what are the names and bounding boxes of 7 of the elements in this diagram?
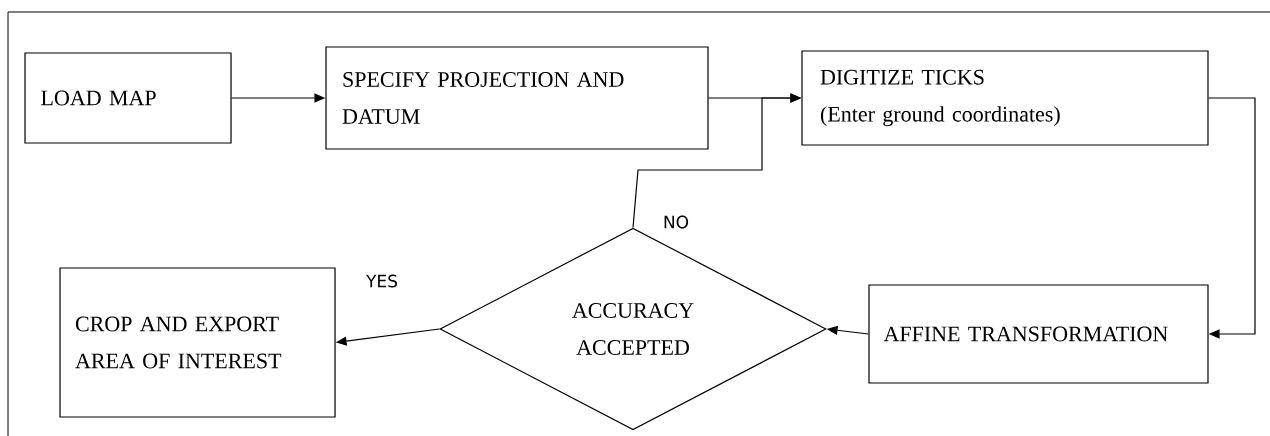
process-box: AFFINE TRANSFORMATION <box>868 284 1209 384</box>
arrow <box>1208 97 1256 339</box>
edge-label: YES <box>364 272 400 290</box>
process-box: DIGITIZE TICKS (Enter ground coordinates) <box>801 50 1209 146</box>
process-box: LOAD MAP <box>24 52 232 144</box>
process-box: SPECIFY PROJECTION AND DATUM <box>325 46 709 150</box>
process-box: CROP AND EXPORT AREA OF INTEREST <box>59 267 336 418</box>
